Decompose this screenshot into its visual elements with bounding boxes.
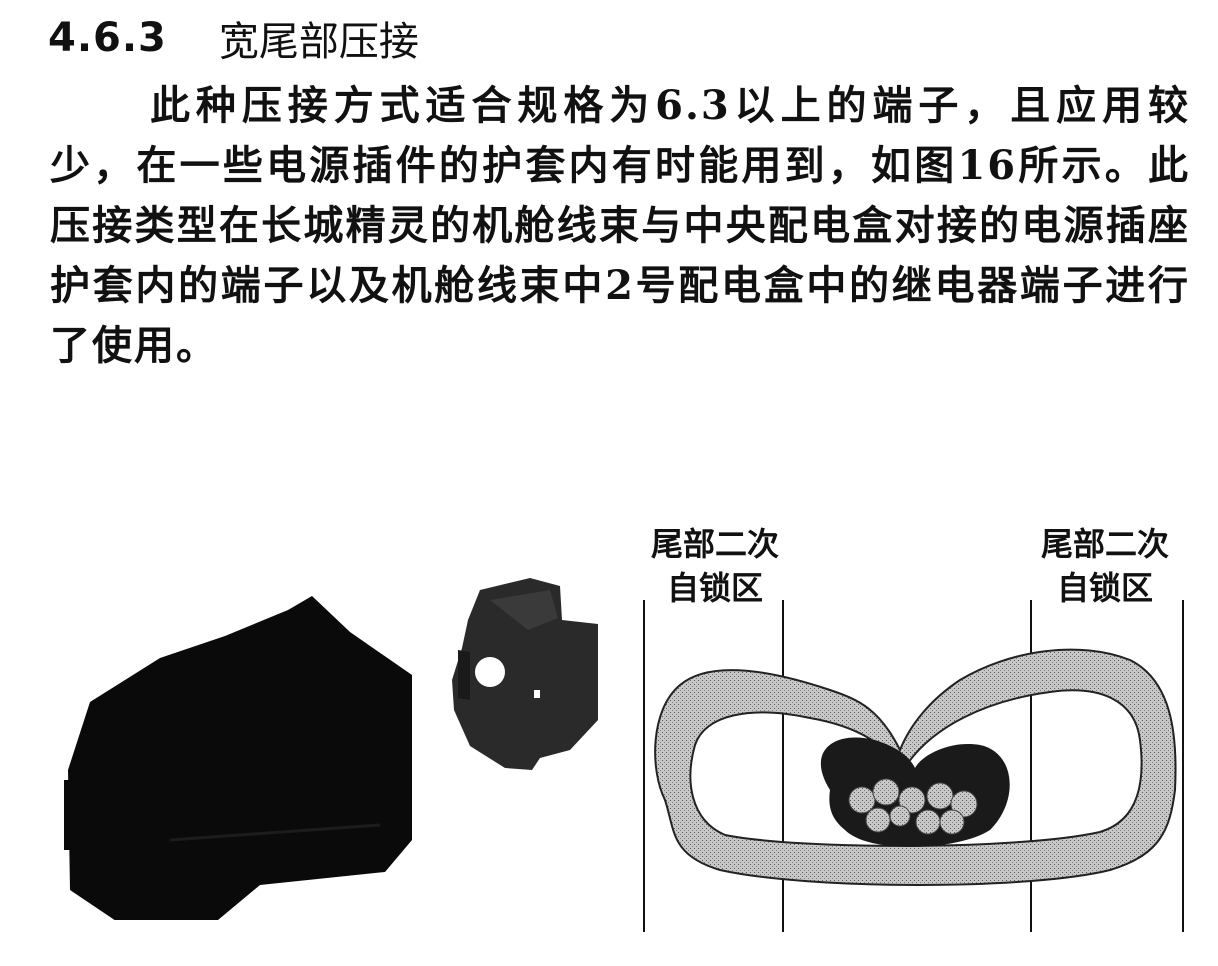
section-heading: 4.6.3 宽尾部压接 [48,10,419,66]
figure-16: 尾部二次 自锁区 尾部二次 自锁区 [0,500,1218,966]
right-label-line1: 尾部二次 [1040,525,1169,563]
connector-housing [64,596,412,920]
body-paragraph: 此种压接方式适合规格为6.3以上的端子，且应用较少，在一些电源插件的护套内有时能… [50,82,1190,369]
left-label-line1: 尾部二次 [650,525,779,563]
crimp-cross-section [643,600,1184,932]
crimp-barrel [654,648,1177,886]
connector-photo [64,578,598,920]
section-number: 4.6.3 [48,15,167,61]
right-tail-lock-label: 尾部二次 自锁区 [1030,522,1180,610]
section-title: 宽尾部压接 [218,19,419,65]
right-label-line2: 自锁区 [1056,569,1153,607]
conductor-strands [848,778,978,835]
crimp-terminal [452,578,598,770]
left-tail-lock-label: 尾部二次 自锁区 [640,522,790,610]
left-label-line2: 自锁区 [666,569,763,607]
